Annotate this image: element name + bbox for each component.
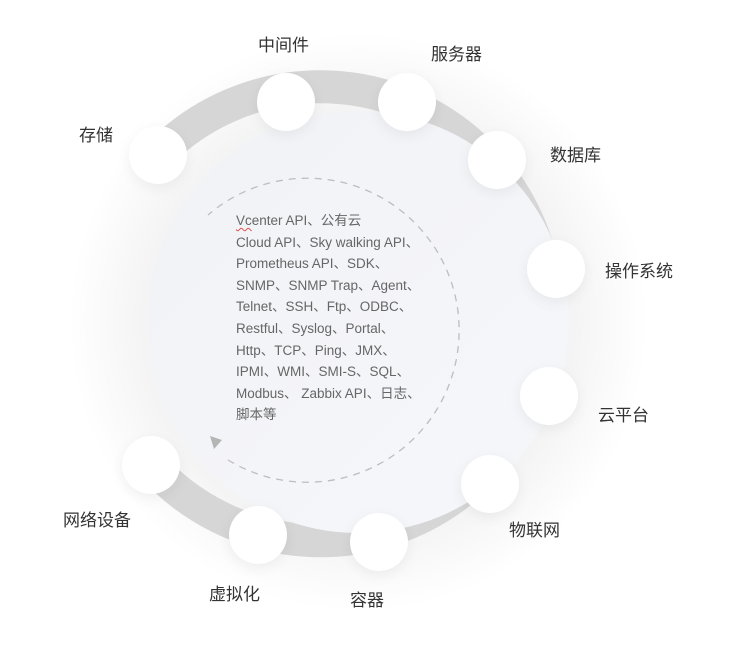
node-cloud-platform[interactable] — [520, 367, 578, 425]
label-virtualization: 虚拟化 — [209, 585, 260, 605]
label-container: 容器 — [350, 591, 384, 611]
node-network-device[interactable] — [122, 436, 180, 494]
label-middleware: 中间件 — [258, 36, 309, 56]
label-cloud-platform: 云平台 — [598, 406, 649, 426]
node-virtualization[interactable] — [229, 506, 287, 564]
arrow-head-icon — [210, 436, 222, 449]
inner-disc — [147, 111, 569, 533]
label-storage: 存储 — [79, 126, 113, 146]
protocol-line: Vcenter API、公有云 — [236, 213, 362, 228]
label-database: 数据库 — [550, 146, 601, 166]
label-network-device: 网络设备 — [63, 511, 131, 531]
node-storage[interactable] — [129, 126, 187, 184]
protocol-line: Modbus、 Zabbix API、日志、 — [236, 385, 421, 401]
dashed-cycle-arc — [207, 177, 460, 483]
spellcheck-underlined-word: Vc — [236, 213, 252, 228]
protocol-line: Restful、Syslog、Portal、 — [236, 320, 395, 336]
node-iot[interactable] — [461, 455, 519, 513]
node-container[interactable] — [350, 513, 408, 571]
protocol-line: IPMI、WMI、SMI-S、SQL、 — [236, 364, 411, 380]
label-server: 服务器 — [431, 45, 482, 65]
protocol-line: Prometheus API、SDK、 — [236, 256, 389, 272]
protocol-list: Vcenter API、公有云 Cloud API、Sky walking AP… — [236, 210, 476, 426]
node-operating-system[interactable] — [527, 240, 585, 298]
node-server[interactable] — [378, 73, 436, 131]
protocol-line: 脚本等 — [236, 407, 277, 423]
node-database[interactable] — [468, 131, 526, 189]
label-operating-system: 操作系统 — [605, 262, 673, 282]
label-iot: 物联网 — [509, 521, 560, 541]
node-middleware[interactable] — [257, 73, 315, 131]
protocol-line: Http、TCP、Ping、JMX、 — [236, 342, 396, 358]
protocol-line: Cloud API、Sky walking API、 — [236, 234, 420, 250]
protocol-line: Telnet、SSH、Ftp、ODBC、 — [236, 299, 413, 315]
protocol-line: SNMP、SNMP Trap、Agent、 — [236, 277, 421, 293]
